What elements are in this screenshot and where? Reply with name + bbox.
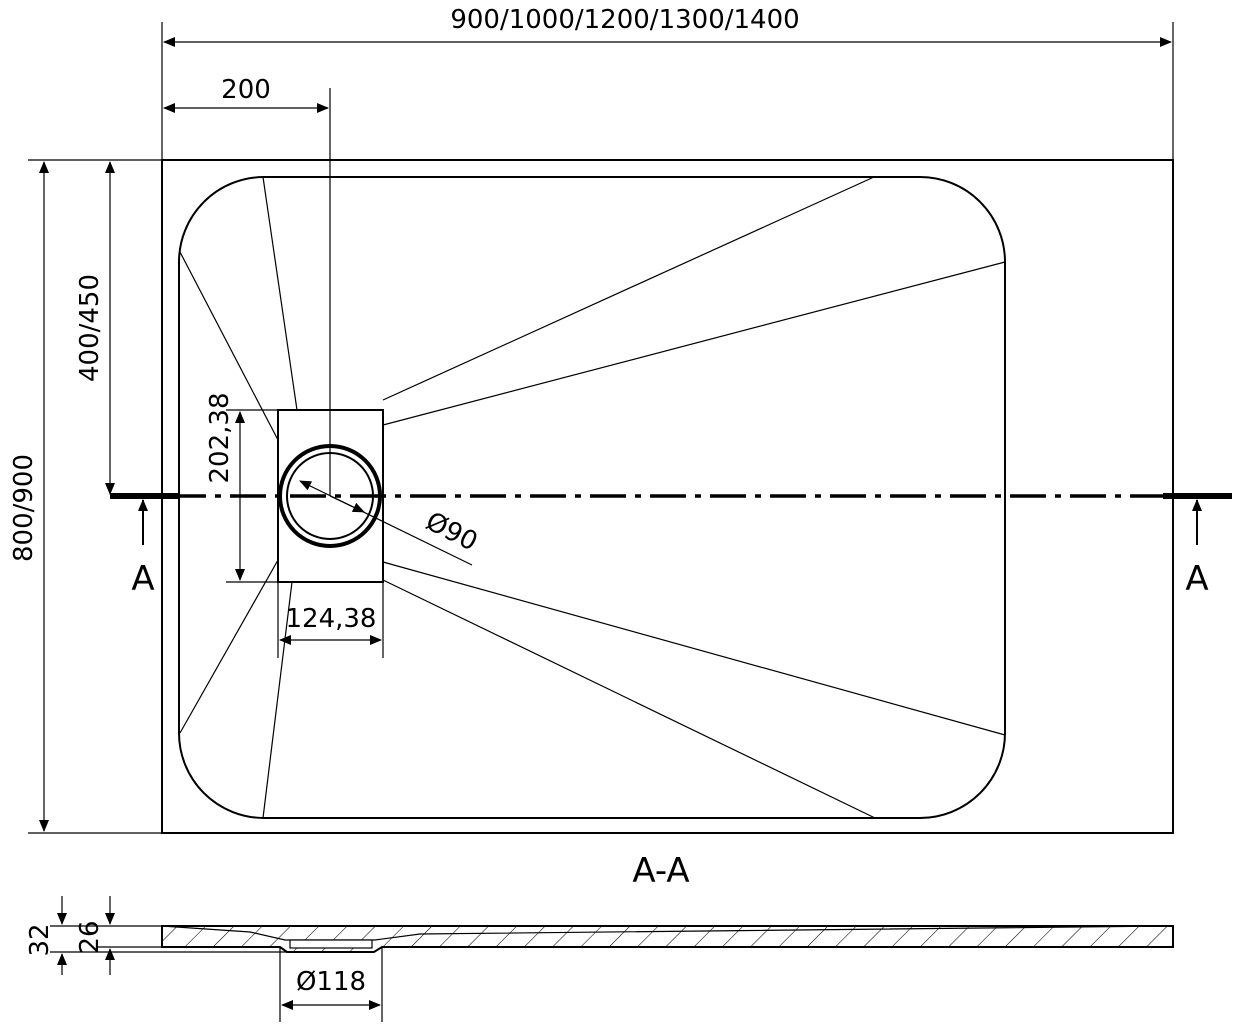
section-title: A-A — [632, 851, 689, 891]
sec-h-total-label: 32 — [25, 923, 55, 956]
section-drain-inset — [289, 939, 373, 949]
offset-x-label: 200 — [221, 75, 271, 105]
sec-h-inner-label: 26 — [75, 920, 105, 953]
drain-diameter-arrow — [329, 495, 365, 513]
section-profile — [161, 925, 1174, 953]
plan-view: A A Ø90 — [110, 88, 1232, 834]
offset-y-label: 400/450 — [75, 274, 105, 382]
section-view: 32 26 Ø118 — [25, 896, 1174, 1022]
drain-diameter-leader — [299, 480, 473, 566]
width-dim-label: 900/1000/1200/1300/1400 — [450, 5, 799, 35]
box-w-label: 124,38 — [286, 604, 377, 634]
drain-diameter-label: Ø90 — [421, 507, 482, 558]
depth-dim-label: 800/900 — [9, 454, 39, 562]
box-h-label: 202,38 — [205, 393, 235, 484]
section-mark-right: A — [1185, 559, 1208, 599]
dimensions: 900/1000/1200/1300/1400 200 800/900 400/… — [9, 5, 1174, 834]
section-mark-left: A — [131, 559, 154, 599]
slope-lines — [179, 176, 1006, 819]
sec-d-label: Ø118 — [296, 967, 366, 997]
